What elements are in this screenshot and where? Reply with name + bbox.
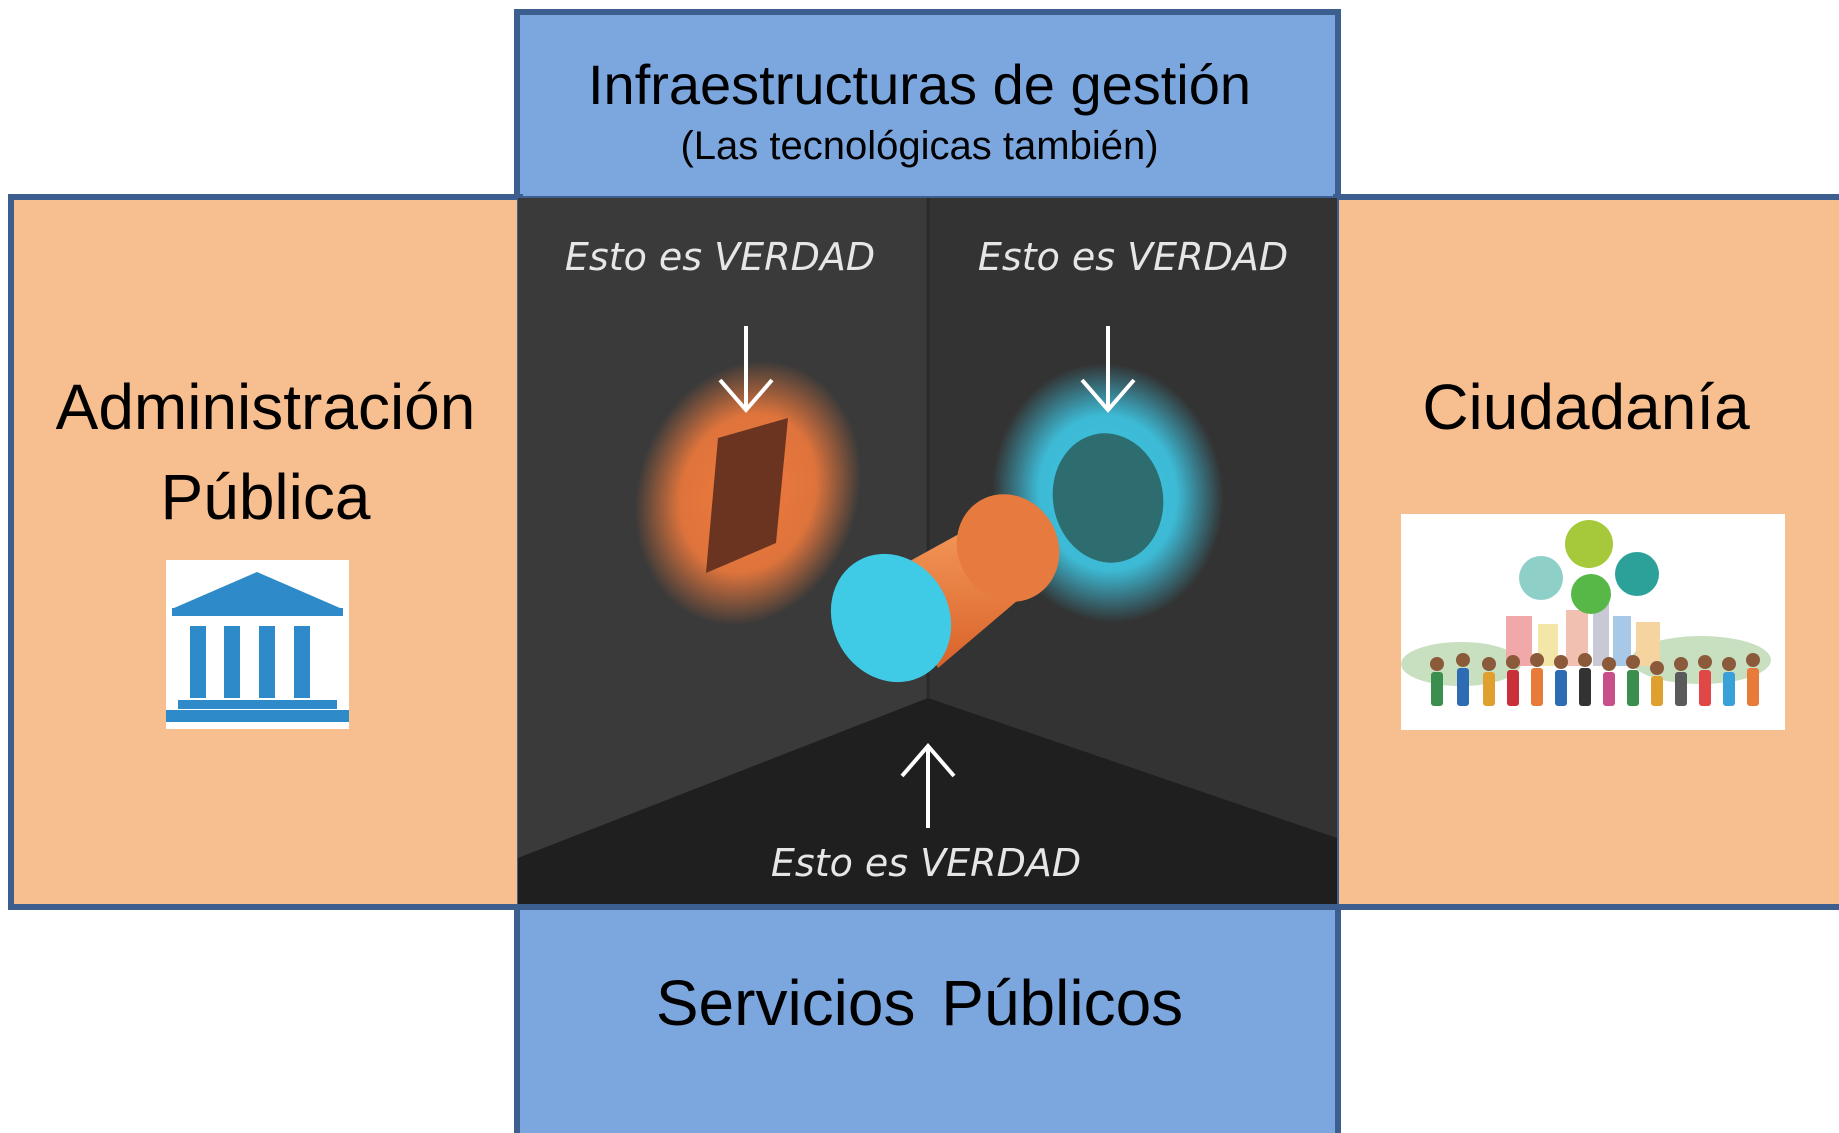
government-building-icon	[166, 560, 349, 729]
circle-shadow	[1052, 433, 1164, 563]
bottom-title: Servicios Públicos	[655, 967, 1184, 1039]
label-right: Esto es VERDAD	[978, 235, 1288, 279]
citizens-crowd-icon	[1401, 514, 1785, 730]
bottom-box	[514, 904, 1341, 1133]
top-title: Infraestructuras de gestión	[587, 53, 1252, 116]
admin-title-line2: Pública	[160, 461, 371, 533]
admin-title-line1: Administración	[55, 371, 476, 443]
top-subtitle: (Las tecnológicas también)	[680, 124, 1159, 168]
label-left: Esto es VERDAD	[565, 235, 875, 279]
top-box	[514, 9, 1341, 202]
citizens-title: Ciudadanía	[1422, 371, 1750, 443]
cylinder	[830, 494, 1060, 683]
square-shadow	[706, 418, 788, 573]
left-box	[8, 194, 523, 910]
label-bottom: Esto es VERDAD	[771, 841, 1081, 885]
center-panel: Esto es VERDAD Esto es VERDAD Esto es VE…	[518, 198, 1337, 906]
